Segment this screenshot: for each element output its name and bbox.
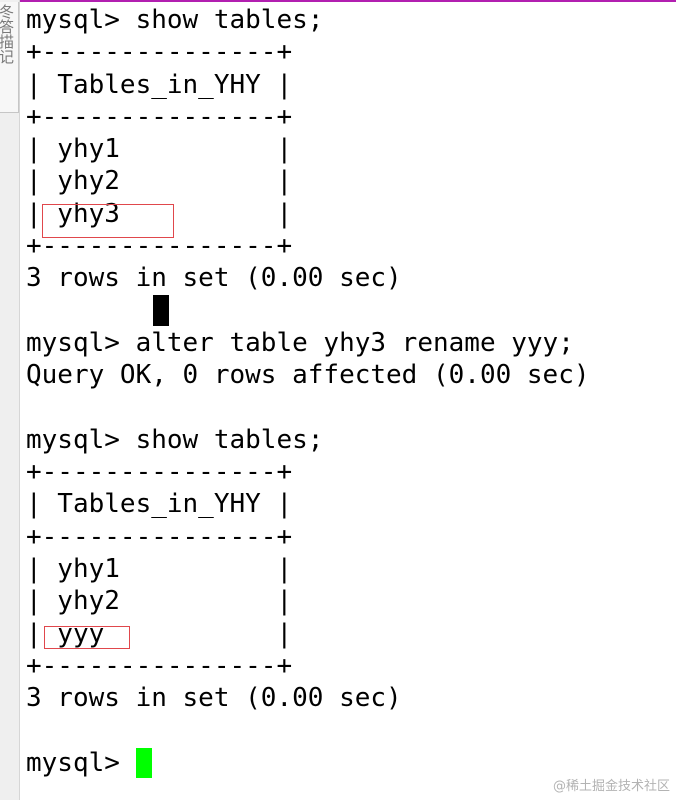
terminal-line: | Tables_in_YHY | <box>26 489 293 520</box>
side-tab[interactable]: 冬答描记 <box>0 2 19 113</box>
terminal-line: +---------------+ <box>26 101 293 132</box>
terminal-line: | yhy2 | <box>26 166 293 197</box>
terminal-line: 3 rows in set (0.00 sec) <box>26 683 402 714</box>
text-cursor <box>135 747 152 778</box>
terminal-line: mysql> alter table yhy3 rename yyy; <box>26 327 574 358</box>
terminal-line: | yhy1 | <box>26 134 293 165</box>
terminal-line <box>26 392 590 424</box>
terminal-line: Query OK, 0 rows affected (0.00 sec) <box>26 360 590 391</box>
watermark: @稀土掘金技术社区 <box>552 779 670 794</box>
prompt-line[interactable]: mysql> <box>26 747 590 779</box>
highlight-box-yyy <box>44 626 130 649</box>
terminal-line <box>26 295 590 327</box>
terminal-output[interactable]: mysql> show tables;+---------------+| Ta… <box>26 4 590 779</box>
highlight-box-yhy3 <box>42 204 174 238</box>
terminal-line <box>26 715 590 747</box>
side-panel: 冬答描记 <box>0 0 20 800</box>
terminal-line: 3 rows in set (0.00 sec) <box>26 263 402 294</box>
mouse-text-cursor <box>153 295 169 326</box>
terminal-line: +---------------+ <box>26 521 293 552</box>
terminal-line: +---------------+ <box>26 37 293 68</box>
terminal-line: | yhy1 | <box>26 554 293 585</box>
terminal-line: +---------------+ <box>26 231 293 262</box>
terminal-line: +---------------+ <box>26 650 293 681</box>
side-tab-label: 冬答描记 <box>0 4 15 64</box>
window-top-border <box>0 0 676 2</box>
terminal-line: mysql> show tables; <box>26 424 324 455</box>
terminal-line: | Tables_in_YHY | <box>26 69 293 100</box>
terminal-line: +---------------+ <box>26 457 293 488</box>
terminal-line: mysql> show tables; <box>26 5 324 35</box>
terminal-line: | yhy2 | <box>26 586 293 617</box>
terminal-line: | yyy | <box>26 618 293 649</box>
prompt-text: mysql> <box>26 747 136 778</box>
terminal-line: | yhy3 | <box>26 198 293 229</box>
